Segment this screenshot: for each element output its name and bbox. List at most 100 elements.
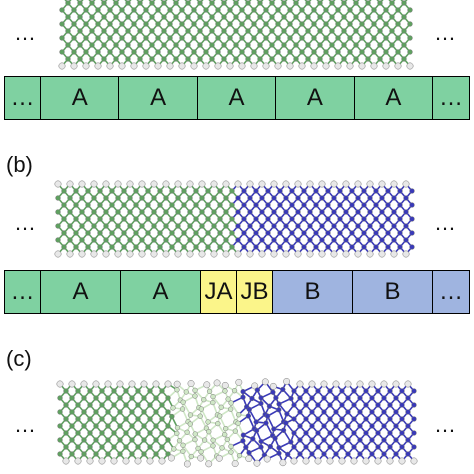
carbon-atom bbox=[115, 223, 121, 229]
hydrogen-atom bbox=[235, 378, 243, 386]
hydrogen-atom bbox=[114, 250, 122, 258]
lattice-a bbox=[58, 0, 414, 70]
carbon-atom bbox=[99, 444, 105, 450]
carbon-atom bbox=[210, 443, 216, 449]
carbon-atom bbox=[167, 35, 173, 41]
carbon-atom bbox=[263, 420, 269, 426]
carbon-atom bbox=[313, 230, 319, 236]
carbon-atom bbox=[123, 416, 129, 422]
carbon-atom bbox=[335, 35, 341, 41]
carbon-atom bbox=[125, 56, 131, 62]
carbon-atom bbox=[209, 42, 215, 48]
carbon-atom bbox=[375, 402, 381, 408]
segment-a-6: … bbox=[433, 77, 470, 119]
carbon-atom bbox=[247, 209, 253, 215]
carbon-atom bbox=[209, 28, 215, 34]
hydrogen-atom bbox=[80, 380, 88, 388]
carbon-atom bbox=[335, 7, 341, 13]
carbon-atom bbox=[401, 14, 407, 20]
carbon-atom bbox=[81, 423, 87, 429]
carbon-atom bbox=[373, 216, 379, 222]
carbon-atom bbox=[397, 202, 403, 208]
carbon-atom bbox=[411, 430, 417, 436]
carbon-atom bbox=[315, 402, 321, 408]
carbon-atom bbox=[215, 49, 221, 55]
carbon-atom bbox=[383, 7, 389, 13]
carbon-atom bbox=[135, 444, 141, 450]
carbon-atom bbox=[187, 412, 194, 418]
carbon-atom bbox=[127, 223, 133, 229]
hydrogen-atom bbox=[70, 62, 78, 70]
carbon-atom bbox=[327, 430, 333, 436]
carbon-atom bbox=[173, 42, 179, 48]
carbon-atom bbox=[217, 230, 223, 236]
carbon-atom bbox=[95, 49, 101, 55]
carbon-atom bbox=[273, 395, 279, 401]
carbon-atom bbox=[339, 444, 345, 450]
carbon-atom bbox=[381, 409, 387, 415]
carbon-atom bbox=[147, 388, 153, 394]
carbon-atom bbox=[87, 430, 93, 436]
carbon-atom bbox=[401, 28, 407, 34]
hydrogen-atom bbox=[202, 62, 210, 70]
carbon-atom bbox=[363, 416, 369, 422]
carbon-atom bbox=[151, 209, 157, 215]
carbon-atom bbox=[223, 195, 229, 201]
carbon-atom bbox=[187, 209, 193, 215]
carbon-atom bbox=[107, 35, 113, 41]
hydrogen-atom bbox=[306, 250, 314, 258]
hydrogen-atom bbox=[374, 457, 382, 465]
carbon-atom bbox=[241, 216, 247, 222]
segment-bar-b: … A A JA JB B B … bbox=[4, 270, 470, 314]
carbon-atom bbox=[323, 21, 329, 27]
carbon-atom bbox=[407, 35, 413, 41]
carbon-atom bbox=[335, 49, 341, 55]
carbon-atom bbox=[139, 195, 145, 201]
carbon-atom bbox=[99, 430, 105, 436]
carbon-atom bbox=[391, 195, 397, 201]
carbon-atom bbox=[153, 423, 159, 429]
carbon-atom bbox=[57, 451, 63, 457]
carbon-atom bbox=[365, 56, 371, 62]
carbon-atom bbox=[197, 56, 203, 62]
carbon-atom bbox=[63, 402, 69, 408]
carbon-atom bbox=[333, 437, 339, 443]
hydrogen-atom bbox=[330, 250, 338, 258]
carbon-atom bbox=[411, 444, 417, 450]
carbon-atom bbox=[347, 7, 353, 13]
carbon-atom bbox=[75, 416, 81, 422]
carbon-atom bbox=[280, 386, 286, 393]
carbon-atom bbox=[284, 411, 290, 417]
carbon-atom bbox=[349, 188, 355, 194]
carbon-atom bbox=[87, 402, 93, 408]
carbon-atom bbox=[275, 35, 281, 41]
carbon-atom bbox=[353, 14, 359, 20]
carbon-atom bbox=[63, 444, 69, 450]
carbon-atom bbox=[319, 223, 325, 229]
carbon-atom bbox=[301, 244, 307, 250]
carbon-atom bbox=[79, 223, 85, 229]
carbon-atom bbox=[251, 35, 257, 41]
carbon-atom bbox=[283, 237, 289, 243]
carbon-atom bbox=[357, 437, 363, 443]
carbon-atom bbox=[93, 437, 99, 443]
carbon-atom bbox=[223, 209, 229, 215]
carbon-atom bbox=[379, 223, 385, 229]
carbon-atom bbox=[309, 451, 315, 457]
hydrogen-atom bbox=[310, 62, 318, 70]
continuation-left-b: … bbox=[14, 210, 37, 235]
carbon-atom bbox=[371, 21, 377, 27]
carbon-atom bbox=[377, 14, 383, 20]
carbon-atom bbox=[371, 35, 377, 41]
carbon-atom bbox=[181, 216, 187, 222]
carbon-atom bbox=[271, 237, 277, 243]
carbon-atom bbox=[357, 395, 363, 401]
hydrogen-atom bbox=[74, 457, 82, 465]
carbon-atom bbox=[149, 56, 155, 62]
carbon-atom bbox=[343, 237, 349, 243]
carbon-atom bbox=[317, 0, 323, 6]
carbon-atom bbox=[169, 202, 175, 208]
carbon-atom bbox=[311, 49, 317, 55]
carbon-atom bbox=[247, 223, 253, 229]
carbon-atom bbox=[371, 7, 377, 13]
